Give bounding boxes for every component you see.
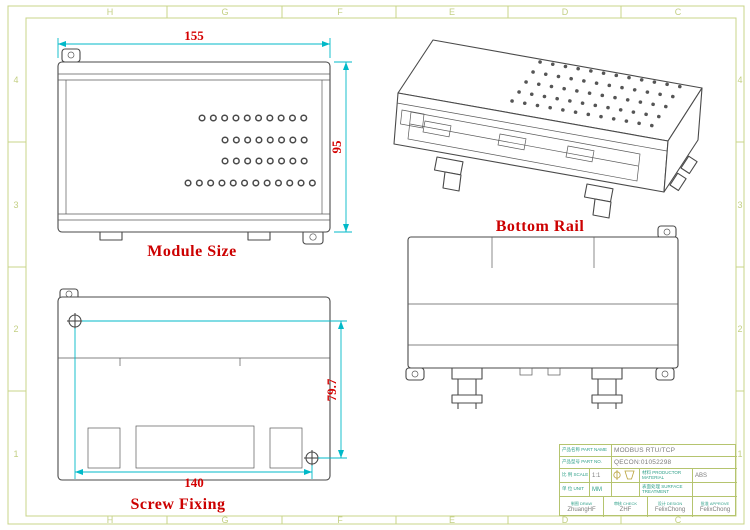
title-block: 产品名称 PART NAME MODBUS RTU/TCP 产品型号 PART … xyxy=(559,444,737,517)
approve-name: FelixChong xyxy=(699,507,731,513)
zone-letter: C xyxy=(675,515,682,525)
empty-cell xyxy=(612,483,640,497)
approver-cell: 批准 APPROVE FelixChong xyxy=(693,497,737,517)
surface-label: 表面处理 SURFACE TREATMENT xyxy=(640,483,693,497)
checker-cell: 审核 CHECK ZHF xyxy=(604,497,648,517)
zone-letter: H xyxy=(107,515,114,525)
din-clip xyxy=(591,367,623,409)
top-ventilation-holes xyxy=(510,60,690,129)
dim-height: 95 xyxy=(329,140,344,154)
design-name: FelixChong xyxy=(654,507,686,513)
check-name: ZHF xyxy=(619,507,632,513)
ventilation-holes xyxy=(184,114,318,187)
zone-letter: H xyxy=(107,7,114,17)
scale-label: 比 例 SCALE xyxy=(560,469,590,483)
material-label: 材料 PRODUCTOR MATERIAL xyxy=(640,469,693,483)
zone-letter: F xyxy=(337,7,343,17)
part-no-label: 产品型号 PART NO. xyxy=(560,457,612,469)
zone-number: 3 xyxy=(737,200,742,210)
material-value: ABS xyxy=(693,469,737,483)
zone-number: 1 xyxy=(13,449,18,459)
zone-number: 1 xyxy=(737,449,742,459)
dim-width: 140 xyxy=(184,475,204,490)
screw-fixing-dimensions: 79.7 140 xyxy=(74,320,347,490)
screw-fixing-label: Screw Fixing xyxy=(130,496,225,513)
designer-cell: 设计 DESIGN FelixChong xyxy=(648,497,693,517)
part-no-value: QECON:01052298 xyxy=(612,457,737,469)
dim-width: 155 xyxy=(184,28,204,43)
design-label: 设计 DESIGN xyxy=(657,501,683,506)
scale-value: 1:1 xyxy=(590,469,612,483)
unit-value: MM xyxy=(590,483,612,497)
zone-letter: G xyxy=(221,515,228,525)
part-name-value: MODBUS RTU/TCP xyxy=(612,445,737,457)
zone-number: 2 xyxy=(13,324,18,334)
part-name-label: 产品名称 PART NAME xyxy=(560,445,612,457)
bottom-rail-label: Bottom Rail xyxy=(496,218,585,235)
zone-letter: E xyxy=(449,7,455,17)
surface-value xyxy=(693,483,737,497)
zone-number: 3 xyxy=(13,200,18,210)
screw-fixing-view xyxy=(57,288,331,481)
screw-symbol xyxy=(67,313,83,329)
zone-letter: F xyxy=(337,515,343,525)
zone-letter: D xyxy=(562,515,569,525)
zone-letter: E xyxy=(449,515,455,525)
zone-letter: D xyxy=(562,7,569,17)
din-clip xyxy=(451,367,483,409)
approve-label: 批准 APPROVE xyxy=(700,501,730,506)
draw-name: ZhuangHF xyxy=(567,507,596,513)
draw-label: 制图 DRAW xyxy=(570,501,593,506)
drawer-cell: 制图 DRAW ZhuangHF xyxy=(560,497,604,517)
zone-number: 4 xyxy=(737,75,742,85)
zone-number: 2 xyxy=(737,324,742,334)
projection-symbol-icon xyxy=(613,470,635,480)
check-label: 审核 CHECK xyxy=(613,501,638,506)
dim-height: 79.7 xyxy=(324,378,339,401)
module-size-label: Module Size xyxy=(147,243,237,260)
din-rail-side-view xyxy=(405,225,679,409)
module-size-dimensions: 155 95 xyxy=(57,28,352,233)
sheet-frame: H G F E D C H G F E D C 4 3 2 1 4 3 2 1 xyxy=(7,5,745,525)
unit-label: 单 位 UNIT xyxy=(560,483,590,497)
bottom-rail-view xyxy=(393,39,703,219)
zone-letter: C xyxy=(675,7,682,17)
zone-number: 4 xyxy=(13,75,18,85)
module-size-view xyxy=(57,48,331,245)
zone-letter: G xyxy=(221,7,228,17)
